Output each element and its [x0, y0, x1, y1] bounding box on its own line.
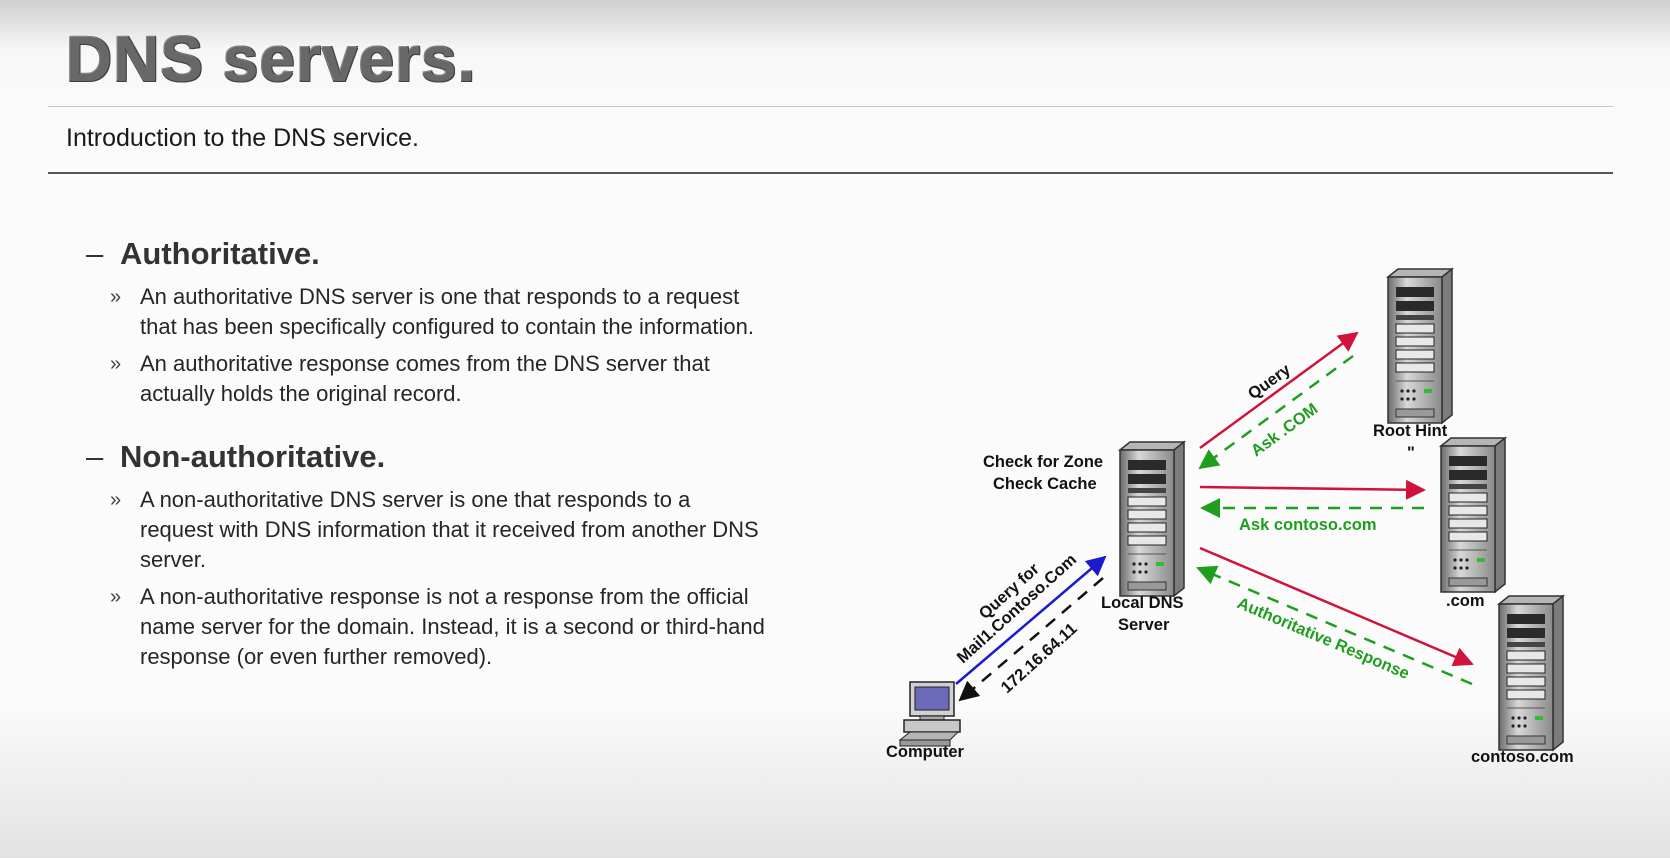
heading-non-authoritative: Non-authoritative.	[120, 439, 386, 474]
local-dns-label: Local DNS	[1101, 594, 1184, 612]
section-heading: –Authoritative.	[86, 236, 320, 271]
authoritative-response-arrow	[1196, 565, 1473, 686]
computer-label: Computer	[886, 743, 964, 761]
bullet-text: A non-authoritative response is not a re…	[140, 584, 765, 669]
bullet-item: »A non-authoritative DNS server is one t…	[110, 487, 759, 572]
section-heading: –Non-authoritative.	[86, 439, 386, 474]
contoso-label: contoso.com	[1471, 748, 1574, 766]
slide-subtitle: Introduction to the DNS service.	[66, 124, 419, 152]
query-contoso-arrow	[1199, 546, 1474, 667]
bullet-item: »An authoritative response comes from th…	[110, 351, 710, 406]
query-root-arrow	[1199, 331, 1359, 450]
root-hint-label: Root Hint	[1373, 422, 1448, 440]
ask-com-arrow	[1198, 354, 1354, 470]
root-hint-marks: "	[1407, 444, 1415, 462]
subtitle-divider	[48, 172, 1613, 174]
root-hint-server-icon	[1387, 268, 1453, 424]
check-zone-label: Check for Zone	[983, 453, 1103, 471]
section-authoritative: –Authoritative. »An authoritative DNS se…	[86, 236, 766, 409]
local-dns-server-icon	[1119, 441, 1185, 597]
bullet-content: –Authoritative. »An authoritative DNS se…	[86, 236, 766, 679]
bullet-text: An authoritative response comes from the…	[140, 351, 710, 406]
computer-icon	[898, 681, 961, 747]
heading-authoritative: Authoritative.	[120, 236, 320, 271]
ip-reply-label: 172.16.64.11	[998, 620, 1081, 697]
section-non-authoritative: –Non-authoritative. »A non-authoritative…	[86, 439, 766, 672]
bullet-text: A non-authoritative DNS server is one th…	[140, 487, 759, 572]
slide-title: DNS servers.	[66, 23, 477, 95]
bullet-item: »A non-authoritative response is not a r…	[110, 584, 765, 669]
bullet-text: An authoritative DNS server is one that …	[140, 284, 754, 339]
query-com-arrow	[1199, 479, 1426, 500]
com-label: .com	[1446, 592, 1485, 610]
bullet-item: »An authoritative DNS server is one that…	[110, 284, 754, 339]
ask-contoso-label: Ask contoso.com	[1239, 516, 1377, 534]
title-divider	[48, 106, 1613, 107]
authoritative-response-label: Authoritative Response	[1234, 594, 1412, 683]
check-cache-label: Check Cache	[993, 475, 1097, 493]
ask-com-label: Ask .COM	[1248, 400, 1322, 460]
local-server-label: Server	[1118, 616, 1170, 634]
client-reply-arrow	[958, 577, 1104, 702]
com-server-icon	[1440, 437, 1506, 593]
client-query-arrow	[955, 555, 1107, 685]
contoso-server-icon	[1498, 595, 1564, 751]
